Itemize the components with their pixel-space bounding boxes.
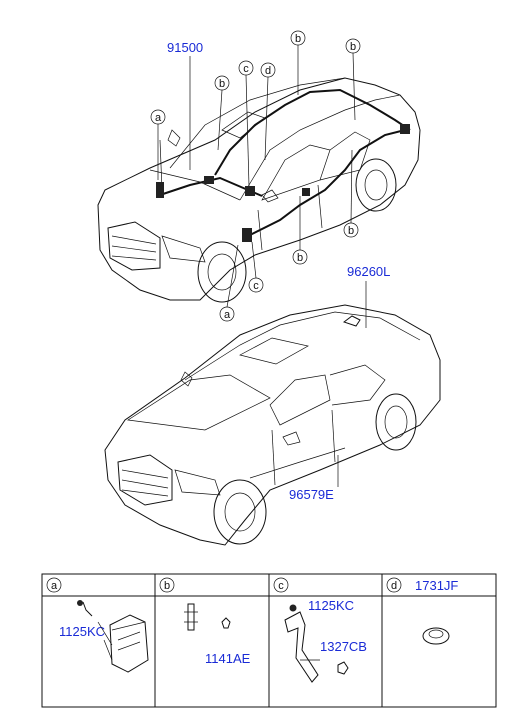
svg-text:c: c [278,580,284,592]
svg-text:a: a [224,309,231,321]
svg-text:b: b [164,580,170,592]
svg-text:b: b [295,33,301,45]
top-car-diagram [97,77,421,303]
callout-c-1: c [238,60,254,187]
svg-text:b: b [297,252,303,264]
part-number-1125KC-c: 1125KC [308,598,354,613]
svg-text:a: a [51,580,58,592]
part-number-1125KC-a: 1125KC [59,624,105,639]
part-number-1141AE: 1141AE [205,651,251,666]
callout-c-2: c [248,241,264,293]
mounting-bracket-illustration [284,604,349,683]
legend-table [41,573,497,708]
legend-header-a: a [46,577,62,593]
part-number-96579E: 96579E [289,487,334,502]
legend-header-b: b [159,577,175,593]
svg-text:d: d [391,580,397,592]
callout-b-5: b [292,196,308,265]
part-number-96260L: 96260L [347,264,390,279]
legend-header-c: c [273,577,289,593]
part-number-1327CB: 1327CB [320,639,367,654]
grommet-illustration [422,627,450,645]
clip-bracket-illustration [184,603,231,631]
svg-text:a: a [155,112,162,124]
callout-b-1: b [214,75,230,151]
part-number-1731JF: 1731JF [415,578,458,593]
bottom-car-diagram [104,304,441,546]
svg-text:c: c [243,63,249,75]
svg-text:b: b [219,78,225,90]
connector-module-illustration [77,600,149,673]
callout-a-top: a [150,109,166,180]
callout-b-4: b [343,149,359,238]
svg-text:c: c [253,280,259,292]
callout-a-bottom: a [219,244,239,322]
callout-d: d [260,62,276,161]
callout-b-3: b [345,38,361,121]
svg-text:b: b [350,41,356,53]
part-number-91500: 91500 [167,40,203,55]
svg-text:d: d [265,65,271,77]
callout-b-2: b [290,30,306,95]
legend-header-d: d [386,577,402,593]
svg-text:b: b [348,225,354,237]
